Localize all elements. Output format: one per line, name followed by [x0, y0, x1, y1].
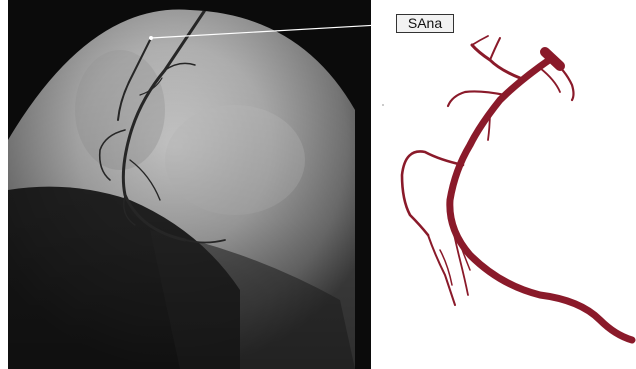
coronary-angiogram	[8, 0, 396, 369]
speck	[382, 104, 384, 106]
sa-node-artery	[472, 45, 520, 78]
main-vessel	[450, 58, 632, 340]
vessel-tree-reconstruction	[402, 36, 632, 340]
sa-node-artery-label: SAna	[396, 14, 454, 33]
